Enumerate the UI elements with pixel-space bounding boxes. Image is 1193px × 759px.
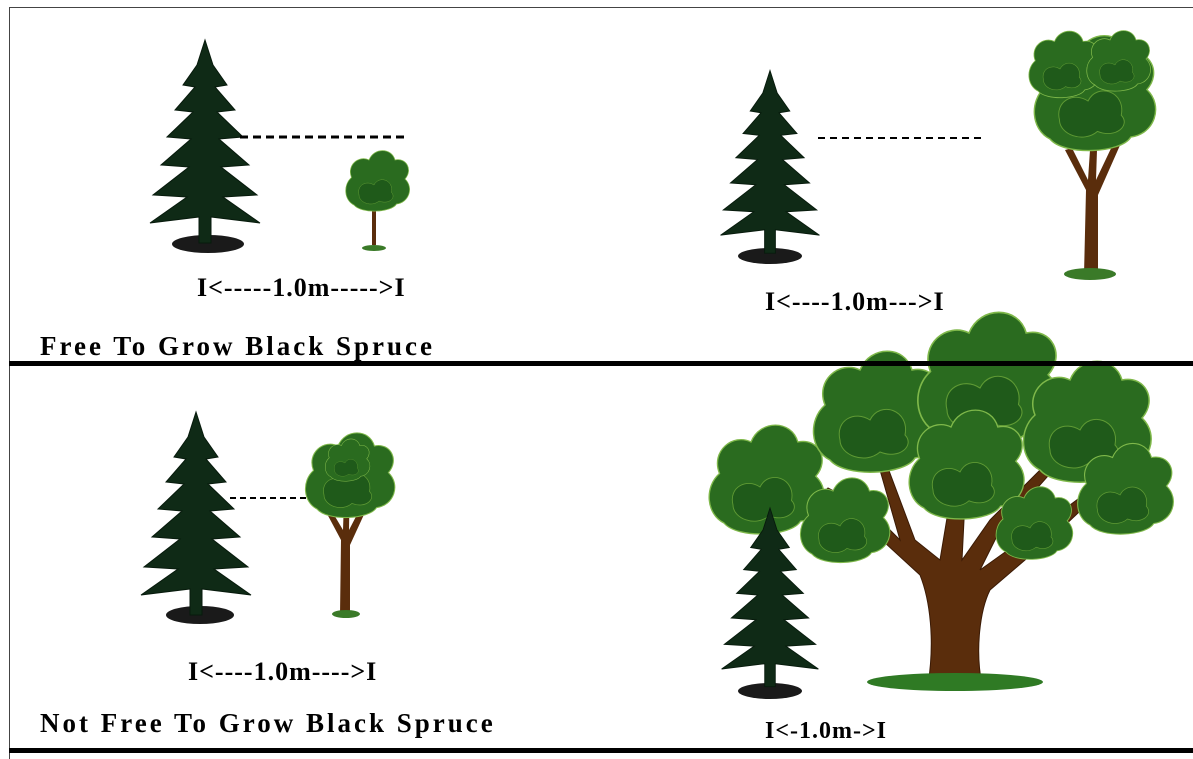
large-deciduous-tree [708,311,1174,691]
small-deciduous-tree [345,150,410,245]
top-right-panel [720,30,1157,280]
black-spruce-tree [149,39,261,244]
top-right-distance-label: I<----1.0m--->I [765,287,945,316]
deciduous-tree [304,432,396,618]
black-spruce-tree [720,70,820,254]
black-spruce-tree [140,411,252,616]
not-free-to-grow-caption: Not Free To Grow Black Spruce [40,708,496,738]
spruce-shadow [172,235,244,253]
spruce-shadow [738,683,802,699]
bottom-left-panel [140,411,396,624]
section-divider-bottom [9,748,1193,753]
bottom-right-distance-label: I<-1.0m->I [765,718,888,744]
bottom-right-panel [708,311,1174,699]
section-divider [9,361,1193,366]
spruce-shadow [738,248,802,264]
top-left-panel [149,39,410,253]
diagram-frame [9,7,1193,759]
top-left-distance-label: I<-----1.0m----->I [197,273,406,302]
free-to-grow-caption: Free To Grow Black Spruce [40,331,436,361]
deciduous-tree [1028,30,1157,280]
bottom-left-distance-label: I<----1.0m---->I [188,657,378,686]
